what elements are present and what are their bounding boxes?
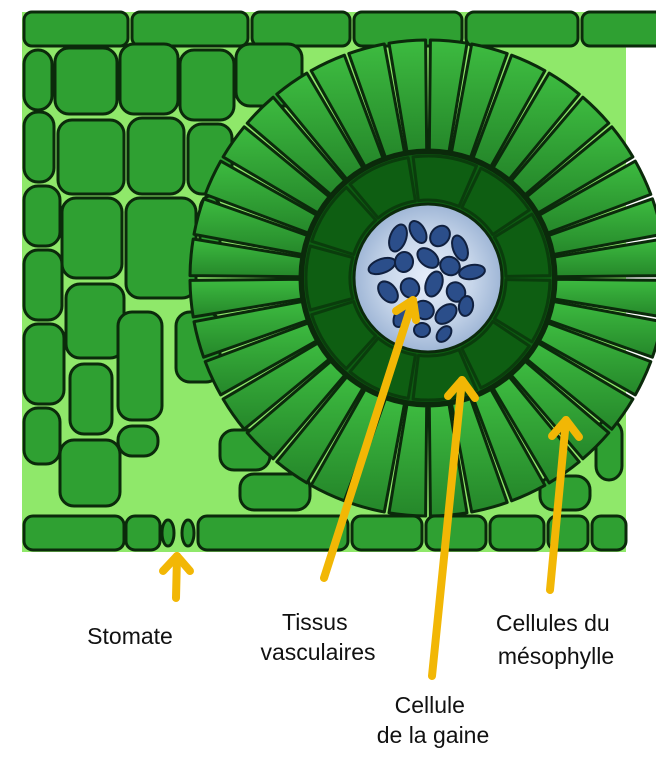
mesophyll-cell [24,50,52,110]
mesophyll-cell [24,250,62,320]
label-line: Cellule [395,692,465,718]
vascular-cell [414,323,430,337]
mesophyll-cell [66,284,124,358]
guard-cell [162,520,174,546]
label-stomata: Stomate [87,623,173,649]
label-bundle-sheath: Cellule de la gaine [377,692,490,748]
epidermal-cell [592,516,626,550]
epidermal-cell [352,516,422,550]
label-line: vasculaires [260,639,375,665]
upper-epidermis [24,12,656,46]
epidermal-cell [132,12,248,46]
mesophyll-cell [120,44,178,114]
epidermal-cell [466,12,578,46]
mesophyll-cell [126,198,196,298]
label-line: Tissus [282,609,348,635]
epidermal-cell [490,516,544,550]
epidermal-cell [198,516,348,550]
label-vascular-tissue: Tissus vasculaires [260,609,375,665]
arrow-up-icon [163,556,190,598]
epidermal-cell [252,12,350,46]
mesophyll-cell [24,408,60,464]
mesophyll-cell [58,120,124,194]
epidermal-cell [126,516,160,550]
label-mesophyll: Cellules du mésophylle [496,610,616,669]
mesophyll-cell [60,440,120,506]
label-line: Cellules du [496,610,610,636]
mesophyll-cell [24,112,54,182]
mesophyll-cell [55,48,117,114]
mesophyll-cell [24,324,64,404]
guard-cell [182,520,194,546]
mesophyll-cell [118,312,162,420]
mesophyll-cell [128,118,184,194]
mesophyll-cell [118,426,158,456]
mesophyll-cell [24,186,60,246]
epidermal-cell [24,12,128,46]
mesophyll-cell [180,50,234,120]
bundle-sheath-cell [306,246,353,310]
mesophyll-cell [70,364,112,434]
lower-epidermis [24,516,626,550]
epidermal-cell [24,516,124,550]
mesophyll-cell [62,198,122,278]
epidermal-cell [582,12,656,46]
label-line: de la gaine [377,722,490,748]
label-line: mésophylle [498,643,614,669]
epidermal-cell [426,516,486,550]
